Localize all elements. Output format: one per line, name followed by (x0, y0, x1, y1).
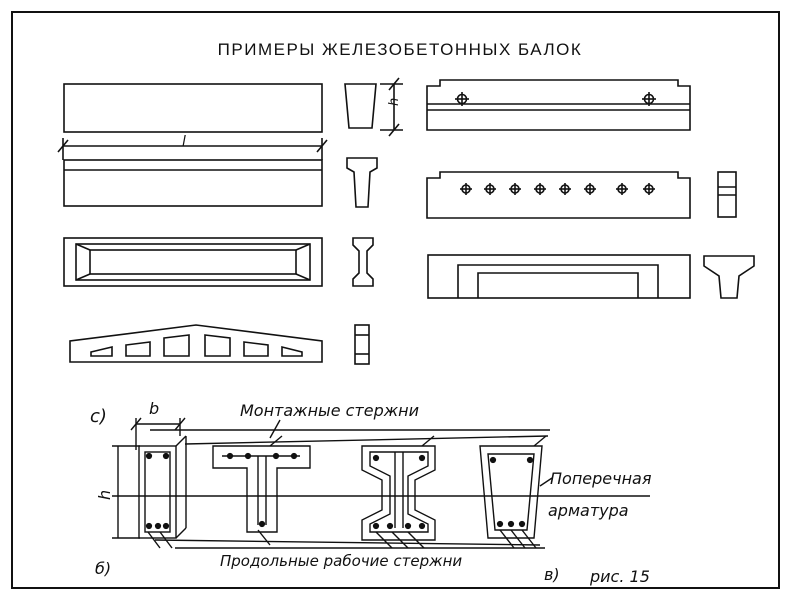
reinforcement-drawing (112, 417, 650, 549)
label-bottom-bars: Продольные рабочие стержни (220, 552, 462, 570)
height-dimension (380, 77, 403, 137)
beam-bolted-elevation (426, 79, 691, 131)
label-h-dimension: h (95, 490, 114, 500)
slide-title: ПРИМЕРЫ ЖЕЛЕЗОБЕТОННЫХ БАЛОК (217, 40, 583, 59)
beam-tee-elevation (63, 159, 323, 207)
section-rect (354, 324, 370, 365)
label-c: с) (90, 406, 107, 427)
label-b-dimension: b (149, 399, 159, 418)
label-transverse-2: арматура (548, 501, 629, 520)
section-i (352, 237, 374, 287)
label-transverse-1: Поперечная (550, 469, 652, 488)
section-inverted-tee (703, 255, 755, 299)
span-dimension (57, 138, 328, 160)
beam-i-elevation (63, 237, 323, 287)
label-v-section: в) (544, 565, 560, 584)
beam-gable-lattice-elevation (69, 324, 323, 363)
figure-caption: рис. 15 (589, 567, 650, 586)
beam-stepped-elevation (427, 254, 691, 299)
section-small-rect (717, 171, 737, 218)
section-tee (346, 157, 378, 208)
label-b-section: б) (95, 559, 111, 578)
height-label: h (387, 98, 402, 106)
span-label: l (182, 134, 186, 150)
section-trapezoid (344, 83, 377, 129)
beam-rectangular-elevation (63, 83, 323, 133)
label-top-bars: Монтажные стержни (240, 401, 419, 420)
beam-multi-anchor-elevation (426, 171, 691, 219)
